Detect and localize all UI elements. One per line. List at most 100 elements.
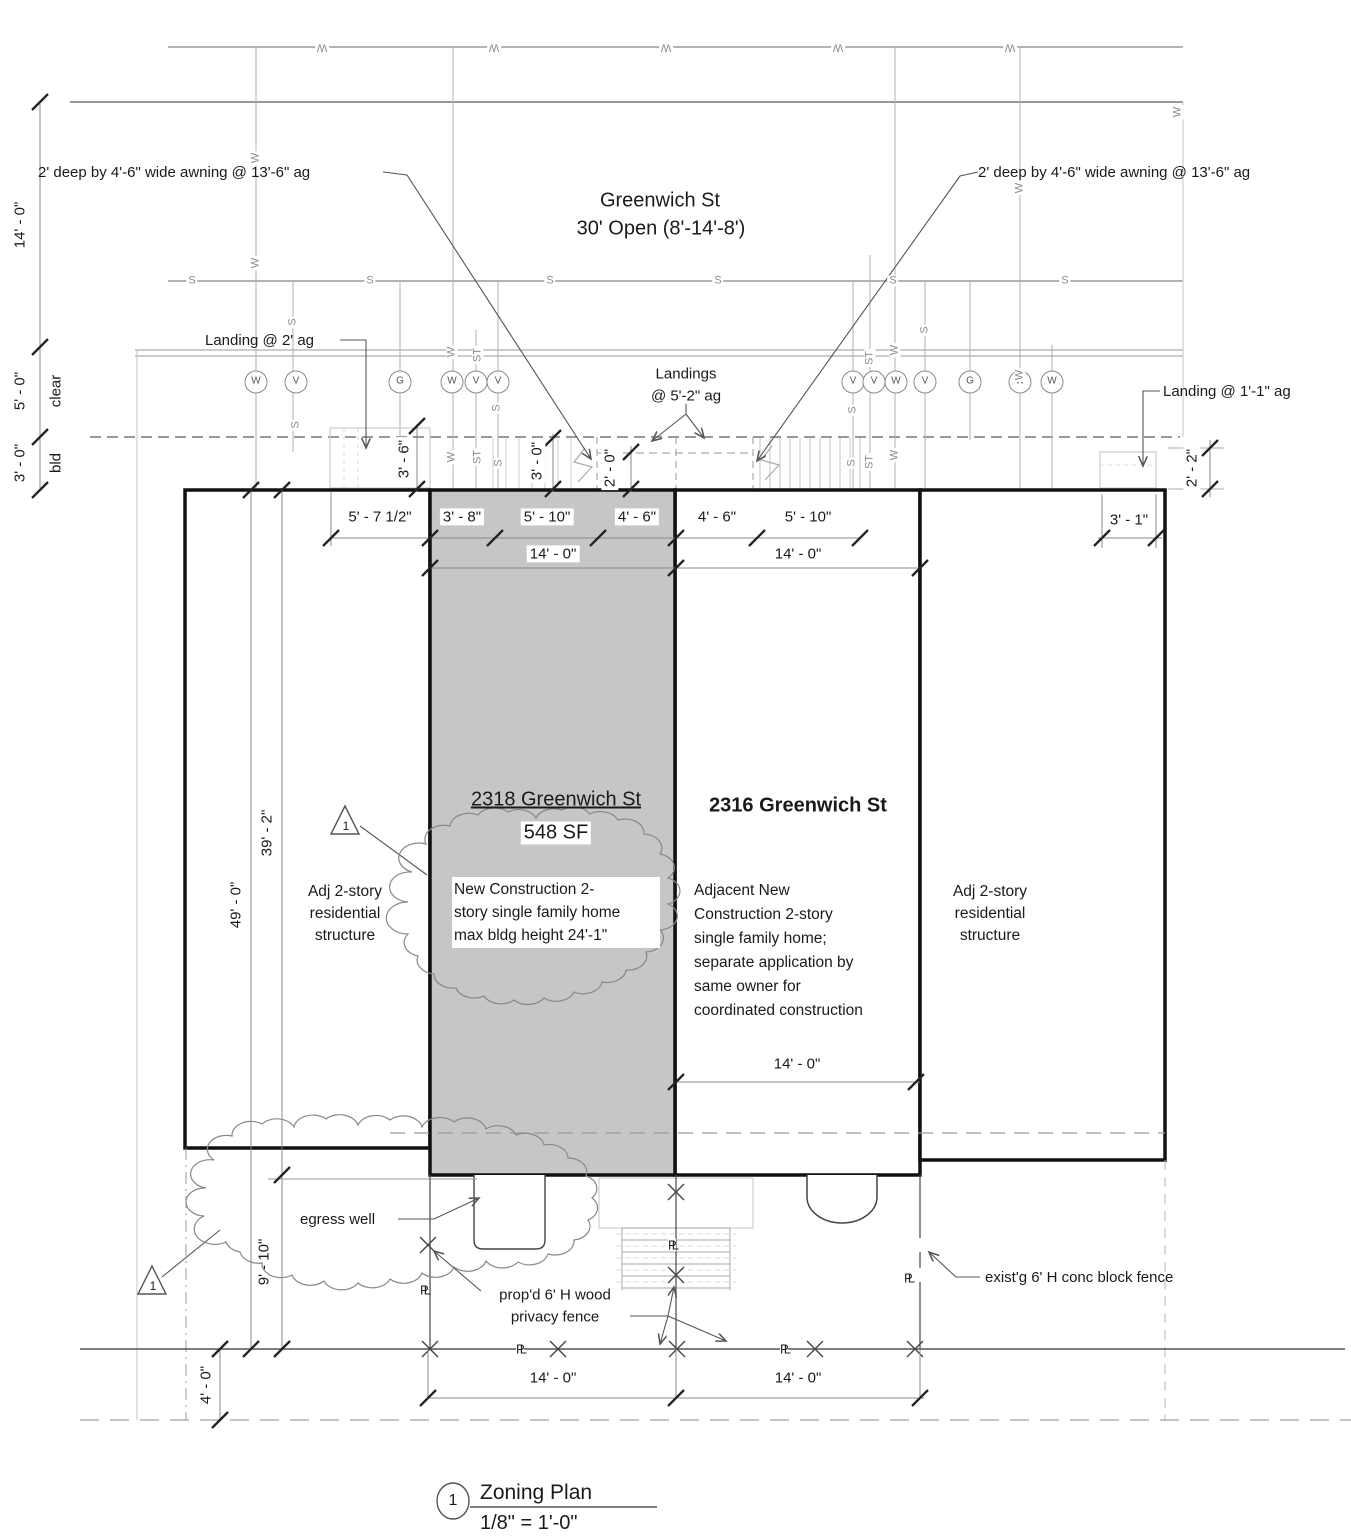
- building-2316-title: 2316 Greenwich St: [709, 794, 887, 817]
- dim-rear-lot-2316: 14' - 0": [774, 1369, 822, 1387]
- title-view-number: 1: [448, 1491, 458, 1509]
- dim-stoop-3-6: 3' - 6": [395, 436, 413, 482]
- cloud-egress-well: [185, 1114, 599, 1291]
- awning-callout-left: 2' deep by 4'-6" wide awning @ 13'-6" ag: [38, 164, 311, 181]
- detail-marker-number: 1: [149, 1279, 157, 1294]
- property-line-mark: PL: [668, 1237, 679, 1253]
- dim-rear-yard-2316: 14' - 0": [770, 1055, 824, 1073]
- sewer-line-mark: S: [186, 274, 198, 287]
- sewer-line-mark: S: [1059, 274, 1071, 287]
- valve-symbol: V: [464, 370, 488, 394]
- wood-fence-label-line2: privacy fence: [510, 1308, 600, 1326]
- water-line-mark: W: [445, 449, 458, 465]
- water-symbol: W: [244, 370, 268, 394]
- buildings: [183, 488, 1167, 1250]
- water-line-mark: W: [1002, 41, 1018, 54]
- landing-1ft1-outline: [1099, 451, 1157, 489]
- water-line-mark: W: [888, 447, 901, 463]
- dim-bld: 3' - 0": [11, 443, 29, 483]
- label-bld: bld: [47, 452, 65, 474]
- sewer-line-mark: S: [490, 402, 503, 414]
- dim-front-3-8: 3' - 8": [439, 508, 485, 526]
- landings-5ft2-callout-line2: @ 5'-2" ag: [650, 387, 722, 405]
- awning-left-leader: [382, 171, 591, 459]
- water-symbol: W: [1040, 370, 1064, 394]
- water-symbol: W: [440, 370, 464, 394]
- water-line-mark: W: [1171, 104, 1184, 120]
- label-clear: clear: [47, 374, 65, 408]
- dim-stoop-3-0: 3' - 0": [528, 438, 546, 484]
- dim-front-4-6-b: 4' - 6": [697, 508, 737, 526]
- egress-well-label: egress well: [300, 1211, 376, 1228]
- egress-well-outline: [473, 1175, 546, 1250]
- dim-front-3-1: 3' - 1": [1106, 511, 1152, 529]
- dim-depth-49: 49' - 0": [227, 881, 245, 929]
- wood-fence-leader-1: [434, 1251, 482, 1292]
- dim-rear-9-10: 9' - 10": [255, 1238, 273, 1286]
- storm-line-mark: ST: [471, 447, 484, 467]
- conc-fence-leader: [929, 1252, 980, 1278]
- dim-awning-2-0: 2' - 0": [601, 445, 619, 491]
- detail-1-leader: [359, 825, 428, 876]
- dim-front-4-6-a: 4' - 6": [614, 508, 660, 526]
- adjacent-left-label: Adj 2-story residential structure: [307, 883, 383, 944]
- water-line-mark: W: [314, 41, 330, 54]
- dim-street-depth: 14' - 0": [11, 201, 29, 249]
- dimension-lines: [30, 92, 1224, 1430]
- leaders: [161, 171, 1160, 1344]
- water-line-mark: W: [830, 41, 846, 54]
- revision-clouds: [185, 806, 681, 1291]
- storm-line-mark: ST: [863, 452, 876, 472]
- street-width-note: 30' Open (8'-14'-8'): [576, 217, 746, 240]
- title-block-lines: [436, 1482, 657, 1520]
- dim-front-5-10-a: 5' - 10": [520, 508, 574, 526]
- sewer-line-mark: S: [887, 274, 899, 287]
- landing-2ft-callout: Landing @ 2' ag: [205, 332, 315, 349]
- dim-front-5-10-b: 5' - 10": [784, 508, 832, 526]
- valve-symbol: V: [862, 370, 886, 394]
- adjacent-building-left: [183, 488, 432, 1150]
- sewer-line-mark: S: [492, 457, 505, 469]
- dim-lot-2318: 14' - 0": [526, 545, 580, 563]
- title-number-circle: [436, 1482, 470, 1520]
- dim-rear-4-0: 4' - 0": [197, 1365, 215, 1405]
- water-line-mark: W: [445, 344, 458, 360]
- detail-markers: [136, 804, 361, 1295]
- building-2318-area: 548 SF: [520, 821, 592, 845]
- water-line-mark: W: [888, 342, 901, 358]
- detail-triangle-1-rear: [136, 1264, 168, 1295]
- sewer-line-mark: S: [364, 274, 376, 287]
- wood-fence-label-line1: prop'd 6' H wood: [499, 1286, 611, 1304]
- landing-1ft1-callout: Landing @ 1'-1" ag: [1163, 383, 1291, 400]
- water-line-mark: W: [1013, 180, 1026, 196]
- water-symbol: W: [884, 370, 908, 394]
- adjacent-building-right: [918, 488, 1167, 1162]
- egress-well-leader: [398, 1198, 479, 1220]
- building-2316-note: Adjacent New Construction 2-story single…: [694, 882, 863, 1019]
- conc-fence-label: exist'g 6' H conc block fence: [985, 1269, 1174, 1286]
- gas-symbol: G: [388, 370, 412, 394]
- valve-symbol: V: [284, 370, 308, 394]
- valve-symbol: V: [841, 370, 865, 394]
- sewer-line-mark: S: [286, 316, 299, 328]
- property-line-mark: PL: [780, 1341, 791, 1357]
- bay-2316: [806, 1175, 878, 1224]
- dim-rear-lot-2318: 14' - 0": [529, 1369, 577, 1387]
- storm-line-mark: ST: [471, 345, 484, 365]
- adjacent-right-label: Adj 2-story residential structure: [952, 883, 1028, 944]
- street-name: Greenwich St: [599, 189, 721, 212]
- sidewalk-features: [329, 427, 1157, 489]
- rear-yard: [80, 1132, 1351, 1421]
- awning-right-leader: [757, 171, 979, 461]
- valve-symbol: V: [913, 370, 937, 394]
- landings-5ft2-callout-line1: Landings: [655, 365, 717, 383]
- water-line-mark: W: [1013, 367, 1026, 383]
- break-symbol-right: [759, 445, 781, 481]
- dim-landing-2-2: 2' - 2": [1183, 445, 1201, 491]
- landing-2ft-leader: [340, 339, 366, 448]
- break-symbol-left: [572, 447, 594, 483]
- property-line-mark: PL: [904, 1270, 915, 1286]
- water-line-mark: W: [658, 41, 674, 54]
- detail-marker-number: 1: [342, 819, 350, 834]
